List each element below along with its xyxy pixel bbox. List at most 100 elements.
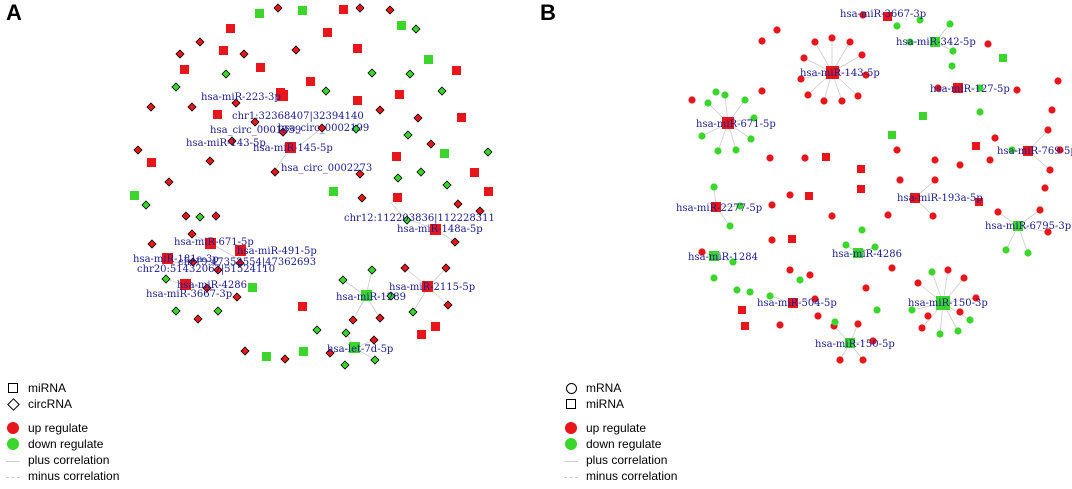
legend-label: plus correlation [586,453,668,467]
mrna-node [698,132,706,140]
mrna-node [766,292,774,300]
node-label: chr12:112203836|112228311 [344,213,495,224]
mirna-node [417,330,426,339]
mrna-node [858,226,866,234]
node-label: hsa-miR-504-5p [757,298,837,309]
mrna-node [949,47,957,55]
node-label: hsa-miR-148a-5p [397,224,483,235]
square-icon [566,399,576,409]
mrna-node [766,154,774,162]
mirna-node [256,63,265,72]
node-label: hsa-miR-4286 [177,280,247,291]
mrna-node [972,294,980,302]
mirna-node [788,235,796,243]
mirna-hub-node [936,296,950,310]
mrna-node [934,84,942,92]
mirna-node [213,110,222,119]
mrna-node [712,88,720,96]
mrna-node [758,87,766,95]
legend-item-minus: minus correlation [6,468,119,484]
mirna-node [457,113,466,122]
mirna-node [226,24,235,33]
mrna-node [801,154,809,162]
mrna-node [1044,228,1052,236]
mrna-node [944,266,952,274]
mirna-node [353,96,362,105]
mrna-node [1041,184,1049,192]
mrna-node [831,318,839,326]
mrna-node [859,356,867,364]
mirna-node [323,28,332,37]
mrna-node [916,16,924,24]
mrna-node [1008,146,1016,154]
node-label: hsa-miR-181a-3p [133,254,219,265]
mrna-node [893,22,901,30]
mrna-node [729,258,737,266]
mirna-hub-node [162,253,173,264]
mirna-node [484,187,493,196]
mirna-node [805,192,813,200]
node-label: hsa-miR-143-5p [186,138,266,149]
mirna-node [431,322,440,331]
mirna-hub-node [235,245,246,256]
panel-b-letter: B [540,0,556,25]
node-label: hsa-miR-2115-5p [389,282,475,293]
mrna-node [960,274,968,282]
node-label: hsa_circ_0002273 [281,163,372,174]
node-label: hsa_circ_0002199 [278,123,369,134]
panel-b-legend: mRNA miRNA up regulate down regulate plu… [564,380,677,484]
mrna-node [976,84,984,92]
mrna-node [871,243,879,251]
mirna-node [857,185,865,193]
mirna-hub-node [722,117,734,129]
mrna-node [948,62,956,70]
mrna-node [733,286,741,294]
legend-label: minus correlation [586,469,678,483]
legend-item-mrna: mRNA [564,380,677,396]
square-icon [8,383,18,393]
mrna-node [842,241,850,249]
mrna-node [976,108,984,116]
mrna-node [869,337,877,345]
legend-label: minus correlation [28,469,120,483]
node-label: hsa-miR-2277-5p [676,203,762,214]
mrna-node [747,135,755,143]
mirna-node [738,306,746,314]
node-label: chr19:47352554|47362693 [178,257,316,268]
panel-b-mrna-nodes [688,11,1064,364]
legend-label: down regulate [586,437,662,451]
mirna-node [306,77,315,86]
legend-item-minus: minus correlation [564,468,677,484]
legend-label: miRNA [28,381,66,395]
mirna-hub-node [953,83,963,93]
mrna-node [741,96,749,104]
mrna-node [994,208,1002,216]
mrna-node [1024,249,1032,257]
mrna-node [804,91,812,99]
solid-line-icon [6,461,20,462]
mrna-node [710,183,718,191]
mirna-node [339,5,348,14]
node-label: hsa-miR-4286 [832,249,902,260]
mrna-node [710,274,718,282]
circrna-nodes [133,3,493,370]
mrna-node [954,327,962,335]
mirna-hub-node [430,224,441,235]
panel-b-network: hsa-miR-3667-3p hsa-miR-342-5p hsa-miR-1… [676,9,1072,364]
mirna-hub-node [845,338,855,348]
dashed-line-icon [6,477,20,478]
mirna-hub-node [205,238,216,249]
diamond-icon [7,398,20,411]
mrna-node [873,306,881,314]
panel-a-letter: A [6,0,22,25]
mrna-node [854,92,862,100]
mrna-node [929,212,937,220]
mirna-node [440,149,449,158]
mirna-node [255,9,264,18]
mrna-node [811,38,819,46]
mrna-node [884,211,892,219]
mrna-node [918,324,926,332]
mirna-node [395,90,404,99]
mirna-hub-node [711,202,721,212]
mrna-node [893,146,901,154]
